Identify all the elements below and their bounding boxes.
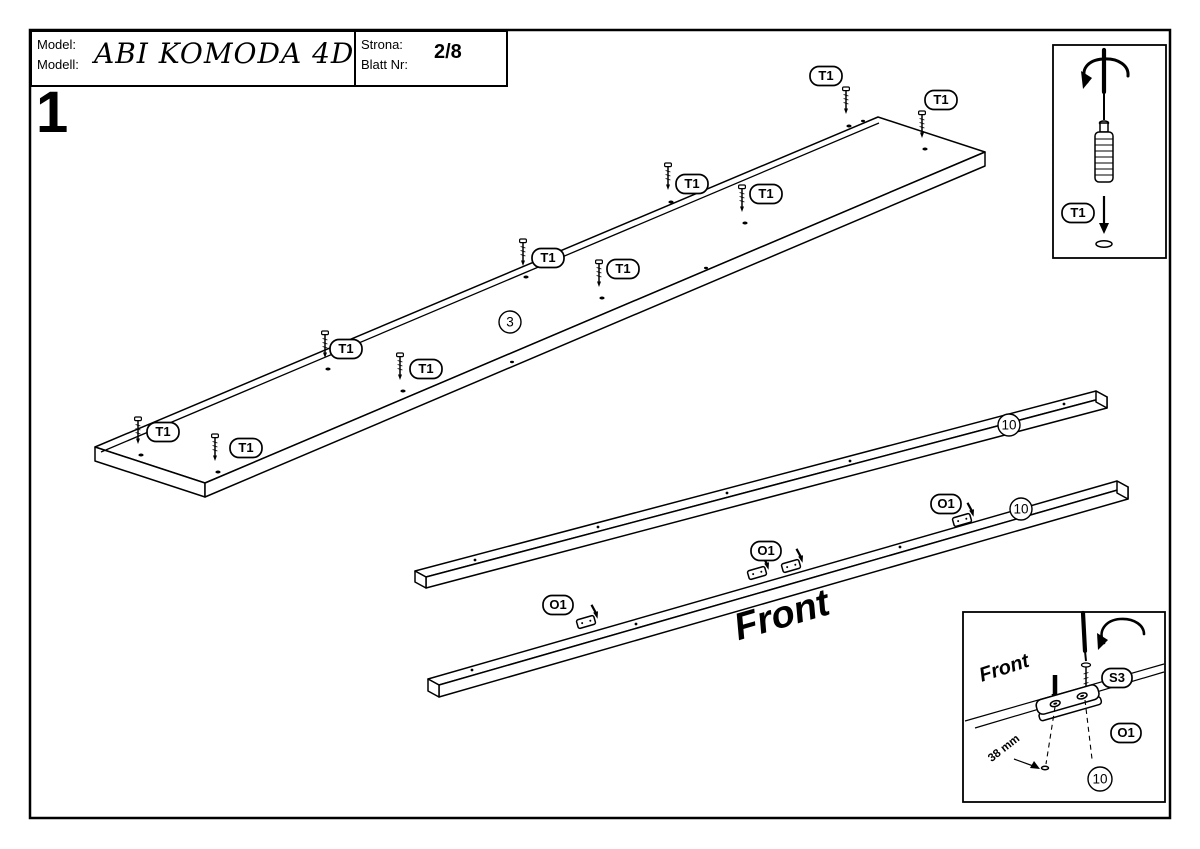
drill-mark <box>1040 765 1050 771</box>
inset-t1-detail: T1 <box>1052 44 1167 259</box>
t1-screw <box>841 86 851 115</box>
t1-fitting <box>1094 120 1114 183</box>
model-cell: Model: Modell: ABI KOMODA 4D <box>32 32 356 85</box>
t1-callout: T1 <box>924 89 958 111</box>
sheet-number: 2/8 <box>434 41 462 63</box>
t1-callout: T1 <box>1061 202 1095 224</box>
o1-callout: O1 <box>930 493 962 515</box>
t1-callout-text: T1 <box>338 341 353 356</box>
panel-top-face <box>94 116 986 484</box>
t1-callout-text: T1 <box>758 186 773 201</box>
t1-callout: T1 <box>229 437 263 459</box>
sheet-label-pl: Strona: <box>361 37 403 52</box>
o1-bracket <box>951 502 975 528</box>
rotation-arrowhead <box>1097 633 1108 650</box>
rotation-arrow-icon <box>1100 617 1146 645</box>
t1-screw <box>518 238 528 267</box>
o1-callout-text: O1 <box>549 597 566 612</box>
t1-callout-text: T1 <box>615 261 630 276</box>
sheet-labels: Strona: Blatt Nr: <box>361 35 408 74</box>
t1-callout: T1 <box>329 338 363 360</box>
panel-edge-band-line <box>100 122 880 453</box>
projection-line <box>1045 706 1056 765</box>
rotation-arrow-icon <box>1082 57 1130 84</box>
step-number: 1 <box>36 80 69 145</box>
o1-bracket <box>575 604 599 630</box>
title-block: Model: Modell: ABI KOMODA 4D Strona: Bla… <box>30 30 508 87</box>
t1-callout: T1 <box>146 421 180 443</box>
t1-callout: T1 <box>409 358 443 380</box>
t1-callout-text: T1 <box>1070 205 1085 220</box>
rail-part-10-lower <box>427 480 1129 698</box>
inset-o1-detail: Front S3 <box>962 610 1166 803</box>
t1-screw <box>663 162 673 191</box>
part-10-text: 10 <box>1001 418 1016 433</box>
t1-callout: T1 <box>809 65 843 87</box>
part-10-text: 10 <box>1013 502 1028 517</box>
t1-callout-text: T1 <box>418 361 433 376</box>
t1-callout-text: T1 <box>540 250 555 265</box>
panel-holes <box>138 119 928 474</box>
o1-callout: O1 <box>1110 722 1142 744</box>
screwdriver-icon <box>1080 610 1088 662</box>
t1-callout-text: T1 <box>238 440 253 455</box>
t1-callout: T1 <box>749 183 783 205</box>
t1-callout-text: T1 <box>155 424 170 439</box>
o1-bracket <box>780 548 804 574</box>
s3-callout-text: S3 <box>1109 670 1125 685</box>
insert-arrowhead <box>1099 223 1109 234</box>
page-border <box>28 28 1172 820</box>
t1-callout: T1 <box>675 173 709 195</box>
part-10-label: 10 <box>997 413 1021 437</box>
t1-callout-text: T1 <box>684 176 699 191</box>
t1-callout: T1 <box>531 247 565 269</box>
pilot-hole <box>1095 240 1113 248</box>
rail-part-10-upper <box>414 390 1108 589</box>
part-3-label: 3 <box>498 310 522 334</box>
o1-callout-text: O1 <box>937 496 954 511</box>
t1-callout-text: T1 <box>933 92 948 107</box>
o1-callout: O1 <box>750 540 782 562</box>
model-label-de: Modell: <box>37 56 79 72</box>
projection-line <box>1084 699 1093 760</box>
model-label-pl: Model: <box>37 37 77 52</box>
rotation-arrowhead <box>1081 71 1092 89</box>
part-10-label: 10 <box>1009 497 1033 521</box>
sheet-label-de: Blatt Nr: <box>361 56 408 72</box>
sheet-cell: Strona: Blatt Nr: 2/8 <box>356 32 506 85</box>
panel-part-3 <box>94 116 986 498</box>
model-labels: Model: Modell: <box>37 35 79 74</box>
dimension-arrowhead <box>1030 761 1040 769</box>
part-10-label: 10 <box>1087 766 1113 792</box>
panel-front-edge-face <box>204 151 986 498</box>
o1-callout-text: O1 <box>757 543 774 558</box>
part-10-text: 10 <box>1092 772 1107 787</box>
t1-callout-text: T1 <box>818 68 833 83</box>
o1-callout-text: O1 <box>1117 725 1134 740</box>
s3-callout: S3 <box>1101 667 1133 689</box>
t1-callout: T1 <box>606 258 640 280</box>
o1-callout: O1 <box>542 594 574 616</box>
model-name: ABI KOMODA 4D <box>94 37 355 70</box>
part-3-text: 3 <box>506 315 514 330</box>
o1-bracket <box>746 555 770 581</box>
